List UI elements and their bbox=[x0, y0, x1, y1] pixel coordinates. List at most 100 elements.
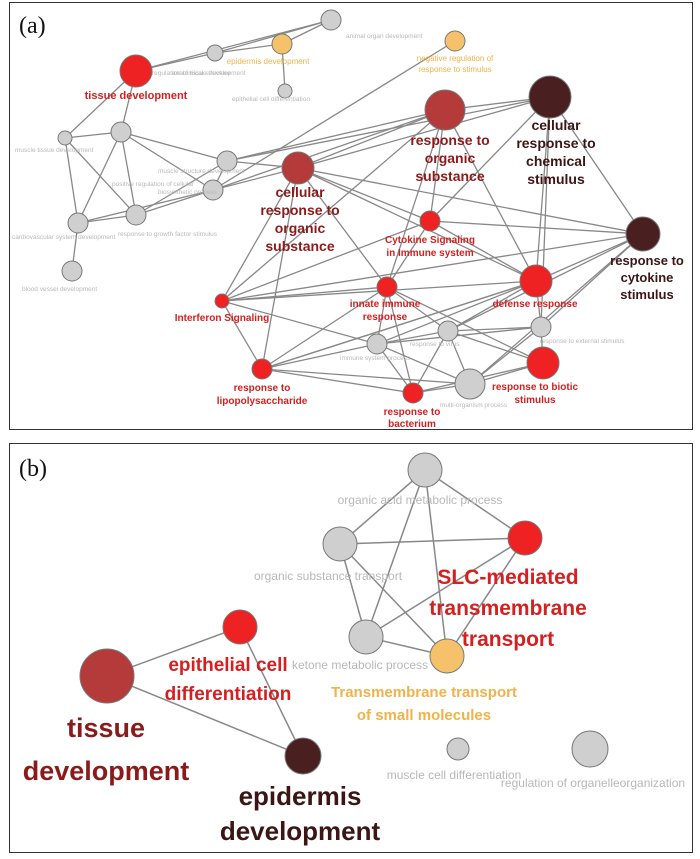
label-cytokine-signaling-2: in Immune system bbox=[386, 248, 473, 259]
node-grey bbox=[437, 320, 459, 342]
nodes-a bbox=[57, 9, 661, 404]
label-response-organic-3: substance bbox=[415, 168, 484, 184]
label-organic-acid: organic acid metabolic process bbox=[338, 493, 503, 507]
label-cellular-chemical-3: chemical bbox=[526, 153, 586, 169]
label-cellular-organic-1: cellular bbox=[275, 184, 325, 200]
label-epidermis-1: epidermis bbox=[239, 781, 362, 811]
label-negative-regulation-2: response to stimulus bbox=[418, 65, 491, 74]
node-ketone bbox=[348, 619, 384, 655]
node-grey bbox=[216, 150, 238, 172]
label-bacterium-2: bacterium bbox=[388, 419, 436, 430]
label-cellular-chemical-1: cellular bbox=[531, 117, 581, 133]
label-slc-2: transmembrane bbox=[429, 597, 587, 620]
node-grey bbox=[530, 316, 552, 338]
node-grey bbox=[125, 204, 147, 226]
node-slc-mediated bbox=[507, 520, 543, 556]
label-lps-1: response to bbox=[234, 383, 291, 394]
label-biotic-2: stimulus bbox=[514, 395, 556, 406]
node-response-organic-substance bbox=[424, 89, 466, 131]
svg-text:epithelial cell differentiatio: epithelial cell differentiation bbox=[232, 96, 310, 103]
faint-labels-a: regulation of tissue development animal … bbox=[12, 33, 625, 409]
label-organelle: regulation of organelleorganization bbox=[501, 776, 685, 790]
label-slc-3: transport bbox=[462, 628, 554, 651]
label-epithelial-1: epithelial cell bbox=[168, 655, 287, 676]
node-epidermis-development bbox=[271, 33, 293, 55]
network-a: regulation of tissue development animal … bbox=[12, 9, 684, 430]
label-cellular-organic-3: organic bbox=[275, 220, 326, 236]
svg-text:muscle structure development: muscle structure development bbox=[158, 168, 245, 175]
svg-text:response to virus: response to virus bbox=[410, 341, 460, 348]
node-epithelial bbox=[222, 609, 258, 645]
label-response-cytokine-3: stimulus bbox=[620, 287, 673, 302]
svg-text:immune system process: immune system process bbox=[340, 355, 411, 362]
label-tissue-2: development bbox=[23, 756, 190, 786]
node-innate-immune bbox=[376, 276, 398, 298]
svg-text:positive regulation of cellula: positive regulation of cellular bbox=[112, 181, 195, 188]
labels-a: tissue development epidermis development… bbox=[85, 54, 684, 430]
svg-text:biosynthetic process: biosynthetic process bbox=[158, 189, 218, 196]
label-cellular-chemical-2: response to bbox=[516, 135, 595, 151]
label-cellular-organic-4: substance bbox=[265, 238, 334, 254]
node-grey bbox=[206, 44, 224, 62]
node-tissue-development bbox=[119, 54, 153, 88]
node-response-bacterium bbox=[402, 382, 424, 404]
node-grey bbox=[320, 9, 342, 31]
svg-text:regulation of tissue developme: regulation of tissue development bbox=[152, 70, 246, 77]
node-negative-regulation bbox=[444, 30, 466, 52]
label-lps-2: lipopolysaccharide bbox=[217, 396, 308, 407]
label-epithelial-2: differentiation bbox=[165, 684, 292, 705]
label-response-cytokine-1: response to bbox=[610, 253, 684, 268]
labels-b: organic acid metabolic process organic s… bbox=[23, 493, 685, 846]
node-grey bbox=[57, 130, 73, 146]
label-response-organic-1: response to bbox=[410, 132, 489, 148]
node-transmembrane-small bbox=[429, 638, 465, 674]
node-response-cytokine bbox=[625, 216, 661, 252]
panel-a-label: (a) bbox=[19, 13, 46, 39]
node-tissue bbox=[79, 648, 135, 704]
panel-b-label: (b) bbox=[19, 456, 47, 482]
label-slc-1: SLC-mediated bbox=[437, 566, 578, 589]
label-transmembrane-small-1: Transmembrane transport bbox=[331, 684, 517, 701]
node-grey bbox=[366, 333, 388, 355]
node-interferon-signaling bbox=[214, 293, 230, 309]
node-organelle bbox=[571, 730, 609, 768]
node-organic-substance-transport bbox=[322, 526, 358, 562]
label-response-cytokine-2: cytokine bbox=[621, 270, 674, 285]
label-organic-substance-transport: organic substance transport bbox=[254, 569, 403, 583]
label-epidermis-2: development bbox=[220, 816, 381, 846]
label-cellular-organic-2: response to bbox=[260, 202, 339, 218]
node-organic-acid bbox=[407, 452, 443, 488]
label-defense-response: defense response bbox=[492, 299, 577, 310]
label-response-organic-2: organic bbox=[425, 150, 476, 166]
label-transmembrane-small-2: of small molecules bbox=[357, 707, 491, 724]
node-grey bbox=[67, 212, 89, 234]
label-muscle: muscle cell differentiation bbox=[387, 768, 522, 782]
node-epidermis bbox=[284, 737, 322, 775]
svg-text:response to external stimulus: response to external stimulus bbox=[540, 338, 625, 345]
node-response-lps bbox=[251, 358, 273, 380]
edges-b bbox=[106, 469, 526, 757]
nodes-b bbox=[79, 452, 609, 775]
node-response-biotic bbox=[526, 346, 560, 380]
svg-text:multi-organism process: multi-organism process bbox=[440, 402, 508, 409]
node-grey bbox=[110, 121, 132, 143]
node-cellular-response-organic bbox=[281, 151, 315, 185]
label-innate-immune-2: response bbox=[363, 312, 408, 323]
label-epidermis-development: epidermis development bbox=[227, 57, 310, 66]
node-grey bbox=[277, 83, 293, 99]
svg-text:animal organ development: animal organ development bbox=[346, 33, 423, 40]
svg-text:response to growth factor stim: response to growth factor stimulus bbox=[118, 231, 218, 238]
label-interferon-signaling: Interferon Signaling bbox=[175, 313, 269, 324]
node-cellular-response-chemical bbox=[528, 75, 572, 119]
label-tissue-development: tissue development bbox=[85, 90, 188, 102]
label-tissue-1: tissue bbox=[67, 713, 145, 743]
svg-text:muscle tissue development: muscle tissue development bbox=[15, 147, 94, 154]
label-biotic-1: response to biotic bbox=[492, 382, 579, 393]
node-grey bbox=[61, 260, 83, 282]
node-cytokine-signaling bbox=[419, 210, 441, 232]
label-bacterium-1: response to bbox=[384, 407, 441, 418]
label-cellular-chemical-4: stimulus bbox=[527, 171, 585, 187]
label-negative-regulation-1: negative regulation of bbox=[417, 54, 494, 63]
label-cytokine-signaling-1: Cytokine Signaling bbox=[385, 235, 475, 246]
label-innate-immune-1: innate immune bbox=[350, 299, 421, 310]
